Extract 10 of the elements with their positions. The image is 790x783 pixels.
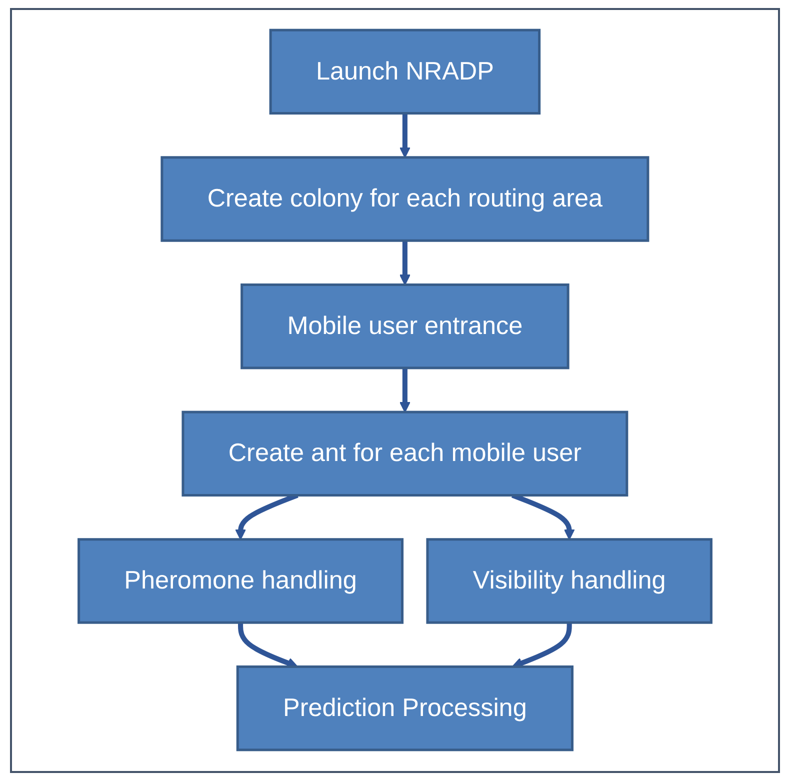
arrow <box>399 240 410 286</box>
node-box: Launch NRADP <box>269 28 541 115</box>
node-box: Create colony for each routing area <box>160 156 650 242</box>
arrow <box>399 368 410 413</box>
node-box: Visibility handling <box>426 538 712 624</box>
node-box: Prediction Processing <box>236 665 574 752</box>
node-box: Pheromone handling <box>78 538 404 624</box>
arrow <box>399 113 410 158</box>
node-box: Mobile user entrance <box>240 283 570 370</box>
node-box: Create ant for each mobile user <box>182 410 628 497</box>
